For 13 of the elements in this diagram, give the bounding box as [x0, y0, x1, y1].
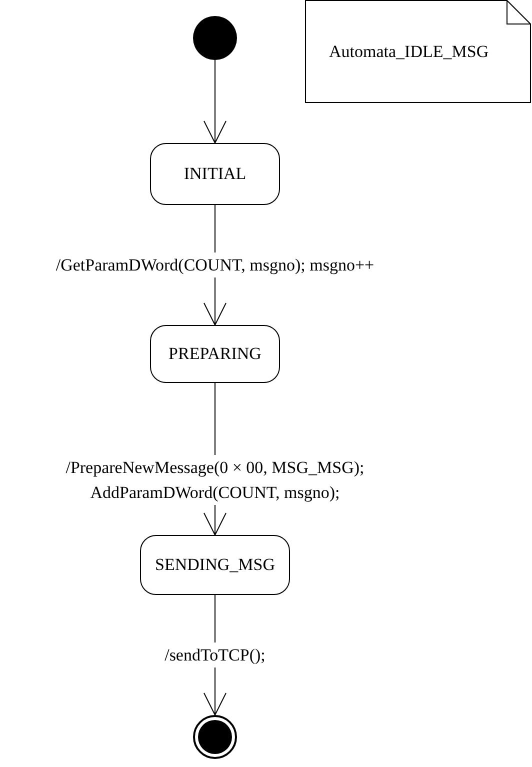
edge-label: /sendToTCP();: [164, 642, 266, 668]
state-name: SENDING_MSG: [155, 554, 275, 576]
state-box: [140, 535, 290, 595]
note: [305, 0, 531, 103]
state-name: PREPARING: [168, 343, 262, 366]
final-state: [193, 715, 237, 759]
state-name: INITIAL: [184, 163, 246, 186]
state-box: [150, 143, 280, 205]
transition-arrow: [204, 60, 226, 144]
initial-state: [193, 16, 237, 60]
edge-label: /GetParamDWord(COUNT, msgno); msgno++: [56, 252, 374, 278]
state-box: [150, 325, 280, 383]
note-text: Automata_IDLE_MSG: [329, 40, 489, 63]
